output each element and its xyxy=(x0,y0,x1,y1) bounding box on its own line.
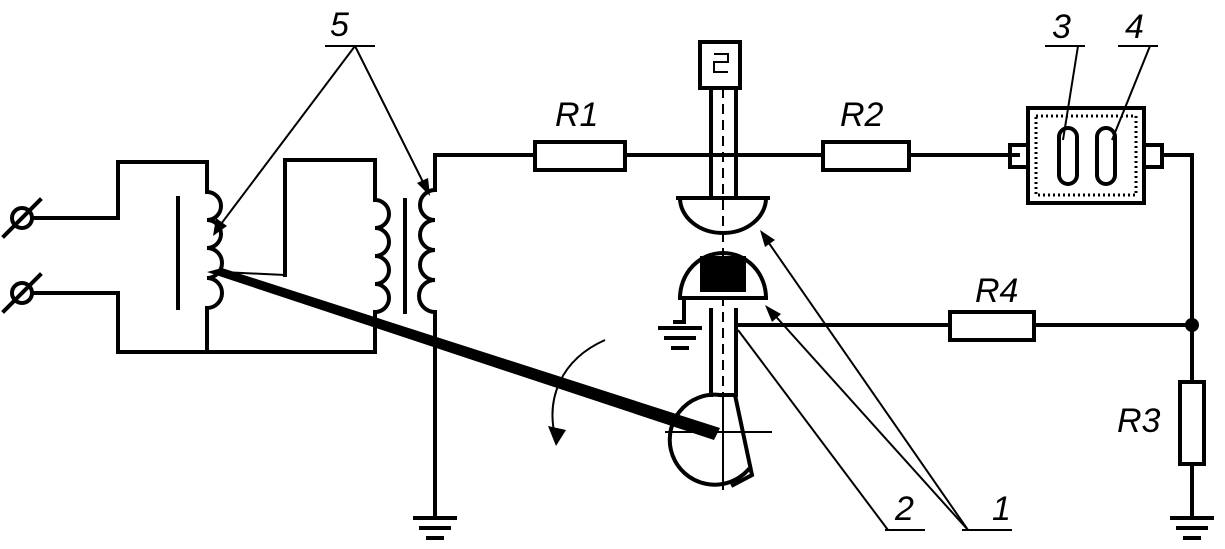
ground-right xyxy=(1170,516,1214,540)
rotation-arrow-icon xyxy=(548,339,606,446)
transformer-middle xyxy=(205,158,438,354)
resistor-r1-label: R1 xyxy=(555,96,598,134)
callout-3-label: 3 xyxy=(1052,8,1071,46)
resistor-r3 xyxy=(1178,380,1206,520)
callout-5-leaders xyxy=(213,45,430,236)
input-wires xyxy=(30,160,209,354)
electrode-top-cap xyxy=(698,40,742,90)
lamp-cell xyxy=(1008,106,1164,205)
ground-middle xyxy=(658,326,702,350)
ground-left xyxy=(413,516,457,540)
callout-1-leaders xyxy=(760,230,969,531)
callout-5-label: 5 xyxy=(330,6,349,44)
resistor-r2 xyxy=(821,140,1020,172)
secondary-wiring xyxy=(433,153,537,520)
upper-cup-electrode xyxy=(676,196,770,235)
lower-dome-electrode xyxy=(673,251,769,324)
rotating-arm xyxy=(207,268,720,440)
right-wiring xyxy=(1160,153,1199,384)
callout-3-leader xyxy=(1062,45,1079,141)
callout-4-label: 4 xyxy=(1125,8,1144,46)
resistor-r1 xyxy=(533,140,825,172)
resistor-r2-label: R2 xyxy=(840,96,884,134)
resistor-r3-label: R3 xyxy=(1117,402,1161,440)
callout-2-label: 2 xyxy=(894,490,914,528)
callout-1-label: 1 xyxy=(992,490,1011,528)
resistor-r4 xyxy=(734,310,1194,342)
lower-rotor-electrode xyxy=(665,392,772,490)
callout-4-leader xyxy=(1111,45,1151,141)
callout-2-leader xyxy=(737,329,889,531)
resistor-r4-label: R4 xyxy=(975,272,1018,310)
transformer-primary-left xyxy=(176,189,224,311)
